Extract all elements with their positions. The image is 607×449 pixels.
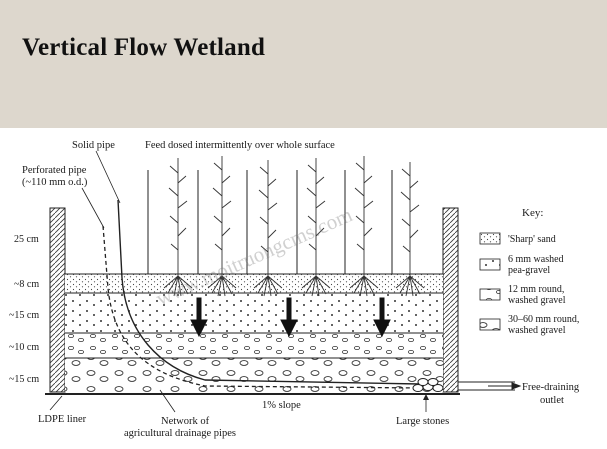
- legend: Key: 'Sharp' sand 6 mm washed pea-gravel…: [479, 207, 579, 336]
- legend-swatch-12mm-gravel: [479, 288, 501, 301]
- legend-swatch-pea-gravel: [479, 258, 501, 271]
- network-label: Network of: [161, 416, 210, 427]
- outlet-pipe: [458, 381, 522, 391]
- legend-item-12mm-gravel-2: washed gravel: [508, 295, 566, 306]
- slide-title: Vertical Flow Wetland: [22, 34, 266, 61]
- reed-plants: [163, 156, 425, 297]
- outlet-label-2: outlet: [540, 395, 564, 406]
- legend-item-coarse-gravel-2: washed gravel: [508, 325, 566, 336]
- flow-arrows: [190, 297, 391, 338]
- depth-label-1: 25 cm: [14, 234, 39, 245]
- wetland-diagram: Solid pipe Feed dosed intermittently ove…: [9, 140, 580, 439]
- perforated-pipe: [102, 225, 421, 389]
- large-stones-label: Large stones: [396, 416, 449, 427]
- legend-item-pea-gravel: 6 mm washed: [508, 254, 564, 265]
- depth-label-2: ~8 cm: [14, 279, 39, 290]
- slope-label: 1% slope: [262, 400, 301, 411]
- legend-swatch-sand: [479, 232, 501, 245]
- ldpe-liner-label: LDPE liner: [38, 414, 87, 425]
- legend-item-sand: 'Sharp' sand: [508, 234, 556, 245]
- legend-item-coarse-gravel: 30–60 mm round,: [508, 314, 579, 325]
- depth-label-4: ~10 cm: [9, 342, 39, 353]
- legend-item-12mm-gravel: 12 mm round,: [508, 284, 564, 295]
- right-wall: [442, 207, 459, 393]
- depth-label-5: ~15 cm: [9, 374, 39, 385]
- legend-swatch-coarse-gravel: [479, 318, 501, 331]
- title-bar: Vertical Flow Wetland: [0, 0, 607, 128]
- feed-label: Feed dosed intermittently over whole sur…: [145, 140, 335, 151]
- solid-pipe-label: Solid pipe: [72, 140, 115, 151]
- layer-12mm-gravel: [65, 333, 443, 358]
- solid-pipe: [117, 199, 421, 385]
- depth-label-3: ~15 cm: [9, 310, 39, 321]
- feed-arrows: [144, 170, 396, 287]
- network-label-2: agricultural drainage pipes: [124, 428, 236, 439]
- perforated-pipe-size-label: (~110 mm o.d.): [22, 177, 88, 188]
- legend-title: Key:: [522, 207, 543, 219]
- left-wall: [49, 207, 66, 393]
- large-stones: [412, 378, 444, 392]
- outlet-label: Free-draining: [522, 382, 580, 393]
- legend-item-pea-gravel-2: pea-gravel: [508, 265, 550, 276]
- perforated-pipe-label: Perforated pipe: [22, 165, 87, 176]
- layer-sand: [65, 274, 443, 293]
